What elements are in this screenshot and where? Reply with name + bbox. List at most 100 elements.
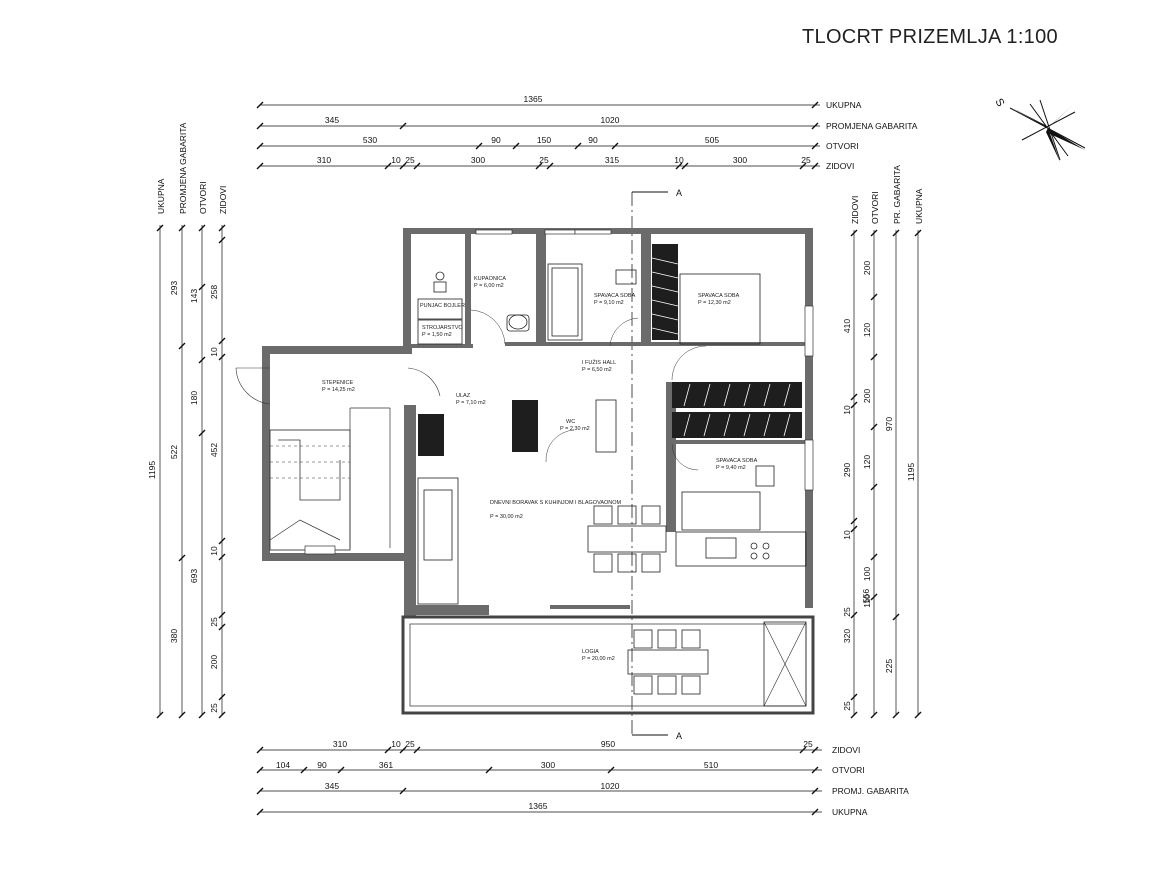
dim-right-zidovi-6: 25 [842, 701, 852, 711]
section-line-a: A A [631, 188, 682, 741]
left-dimensions: 1195 293 522 380 143 180 693 258 10 452 … [147, 122, 228, 719]
room-name-stepenice: STEPENICE [322, 380, 354, 386]
room-area-wc: P = 2,30 m2 [560, 426, 590, 432]
dim-left-otvori-2: 693 [189, 569, 199, 583]
room-area-spavaca-soba-3: P = 9,40 m2 [716, 465, 746, 471]
dim-right-zidovi-1: 10 [842, 405, 852, 415]
dim-top-zidovi-8: 25 [801, 155, 811, 165]
dim-left-zidovi-1: 10 [209, 347, 219, 357]
dim-left-ukupna-label: UKUPNA [156, 178, 166, 214]
dim-top-otvori-0: 530 [363, 135, 377, 145]
dim-left-zidovi-4: 25 [209, 617, 219, 627]
dim-top-zidovi-2: 25 [405, 155, 415, 165]
dim-bot-zidovi-1: 10 [391, 739, 401, 749]
room-area-spavaca-soba-2: P = 12,30 m2 [698, 300, 731, 306]
dim-top-otvori-2: 150 [537, 135, 551, 145]
dim-left-zidovi-2: 452 [209, 443, 219, 457]
dim-top-zidovi-0: 310 [317, 155, 331, 165]
dim-left-promjena-label: PROMJENA GABARITA [178, 122, 188, 214]
dim-bot-ukupna-0: 1365 [529, 801, 548, 811]
dim-bot-zidovi-3: 950 [601, 739, 615, 749]
dim-bot-otvori-2: 361 [379, 760, 393, 770]
room-area-logia: P = 20,00 m2 [582, 656, 615, 662]
dim-left-zidovi-5: 200 [209, 655, 219, 669]
dim-bot-zidovi-2: 25 [405, 739, 415, 749]
top-dimensions: 1365 345 1020 530 90 150 90 505 310 10 2… [256, 94, 918, 171]
dim-bot-zidovi-4: 25 [803, 739, 813, 749]
dim-bot-otvori-3: 300 [541, 760, 555, 770]
dim-top-promjena-label: PROMJENA GABARITA [826, 121, 918, 131]
dim-right-otvori-label: OTVORI [870, 191, 880, 224]
dim-top-ukupna-label: UKUPNA [826, 100, 862, 110]
room-area-stepenice: P = 14,25 m2 [322, 387, 355, 393]
dim-left-otvori-label: OTVORI [198, 181, 208, 214]
dim-top-promjena-1: 1020 [601, 115, 620, 125]
dim-right-zidovi-5: 320 [842, 629, 852, 643]
room-name-punjac-bojler: PUNJAC BOJLER [420, 303, 465, 309]
compass-label: S [992, 97, 1006, 109]
windows [304, 229, 814, 555]
dim-top-zidovi-6: 10 [674, 155, 684, 165]
room-name-strojarstvo: STROJARSTVO [422, 325, 463, 331]
dim-right-zidovi-3: 10 [842, 530, 852, 540]
room-name-hall: I FUŽIS HALL [582, 358, 616, 366]
dim-bot-otvori-0: 104 [276, 760, 290, 770]
dim-right-zidovi-2: 290 [842, 463, 852, 477]
bottom-dimensions: 310 10 25 950 25 104 90 361 300 510 345 … [256, 739, 909, 817]
room-area-ulaz: P = 7,10 m2 [456, 400, 486, 406]
section-marker-bottom: A [676, 731, 682, 741]
dim-top-otvori-label: OTVORI [826, 141, 859, 151]
dim-bot-zidovi-0: 310 [333, 739, 347, 749]
dim-top-zidovi-label: ZIDOVI [826, 161, 854, 171]
dim-top-zidovi-4: 25 [539, 155, 549, 165]
dim-right-otvori-5: 110 [862, 594, 872, 608]
right-dimensions: 410 10 290 10 25 320 25 200 120 200 120 … [842, 165, 924, 719]
dim-left-zidovi-label: ZIDOVI [218, 186, 228, 214]
dim-left-zidovi-3: 10 [209, 546, 219, 556]
living-furniture [417, 477, 807, 605]
dim-left-ukupna-0: 1195 [147, 461, 157, 480]
door-swings [470, 309, 707, 471]
dim-left-otvori-0: 143 [189, 289, 199, 303]
room-name-ulaz: ULAZ [456, 393, 471, 399]
dim-left-promjena-0: 293 [169, 281, 179, 295]
dim-top-otvori-3: 90 [588, 135, 598, 145]
room-area-spavaca-soba-1: P = 9,10 m2 [594, 300, 624, 306]
dim-right-zidovi-4: 25 [842, 607, 852, 617]
dim-right-zidovi-0: 410 [842, 319, 852, 333]
dim-bot-zidovi-label: ZIDOVI [832, 745, 860, 755]
room-area-hall: P = 6,50 m2 [582, 367, 612, 373]
dim-right-otvori-1: 120 [862, 323, 872, 337]
dim-top-zidovi-5: 315 [605, 155, 619, 165]
plan-title: TLOCRT PRIZEMLJA 1:100 [802, 26, 1058, 48]
dim-top-promjena-0: 345 [325, 115, 339, 125]
dim-bot-otvori-label: OTVORI [832, 765, 865, 775]
dim-top-zidovi-3: 300 [471, 155, 485, 165]
bathroom-fixtures [417, 263, 637, 345]
section-marker-top: A [676, 188, 682, 198]
dim-right-otvori-4: 100 [862, 567, 872, 581]
dim-left-otvori-1: 180 [189, 391, 199, 405]
room-name-kupaonica: KUPAONICA [474, 276, 506, 282]
dim-bot-ukupna-label: UKUPNA [832, 807, 868, 817]
compass-icon: S [992, 97, 1086, 162]
room-name-spavaca-soba-3: SPAVACA SOBA [716, 458, 758, 464]
dim-top-ukupna-0: 1365 [524, 94, 543, 104]
dim-right-extra-0: 556 [861, 589, 871, 603]
room-name-spavaca-soba-2: SPAVACA SOBA [698, 293, 740, 299]
dim-left-zidovi-0: 258 [209, 285, 219, 299]
room-name-logia: LOGIA [582, 649, 599, 655]
dim-bot-promjena-1: 1020 [601, 781, 620, 791]
dim-right-promjena-0: 970 [884, 417, 894, 431]
dim-bot-promjena-label: PROMJ. GABARITA [832, 786, 909, 796]
dim-left-zidovi-6: 25 [209, 703, 219, 713]
wardrobes [418, 244, 802, 456]
dim-top-otvori-4: 505 [705, 135, 719, 145]
dim-right-promjena-1: 225 [884, 659, 894, 673]
dim-right-ukupna-label: UKUPNA [914, 188, 924, 224]
logia-furniture [627, 621, 807, 707]
room-area-kupaonica: P = 6,00 m2 [474, 283, 504, 289]
room-name-wc: WC [566, 419, 575, 425]
room-area-strojarstvo: P = 1,50 m2 [422, 332, 452, 338]
